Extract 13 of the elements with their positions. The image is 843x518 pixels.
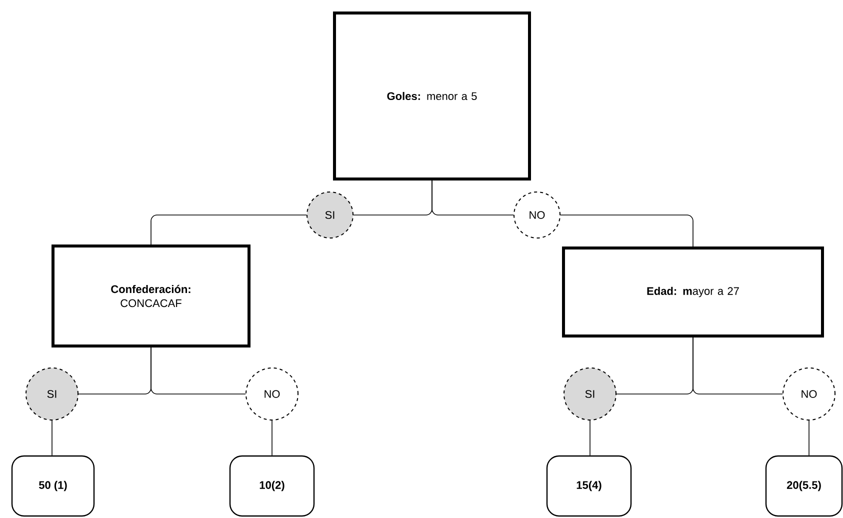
connector-line bbox=[560, 214, 694, 247]
result-box: 15(4) bbox=[546, 455, 632, 517]
result-box: 50 (1) bbox=[11, 455, 95, 517]
result-box: 10(2) bbox=[229, 455, 315, 517]
connector-line bbox=[808, 420, 810, 456]
decision-box: Edad: mayor a 27 bbox=[562, 246, 824, 338]
decision-box: Confederación: CONCACAF bbox=[52, 244, 250, 348]
connector-line bbox=[150, 347, 246, 394]
connector-line bbox=[432, 180, 514, 216]
connector-line bbox=[150, 214, 307, 245]
decision-box: Goles: menor a 5 bbox=[333, 12, 531, 180]
result-box: 20(5.5) bbox=[765, 455, 843, 517]
connector-line bbox=[692, 337, 783, 394]
